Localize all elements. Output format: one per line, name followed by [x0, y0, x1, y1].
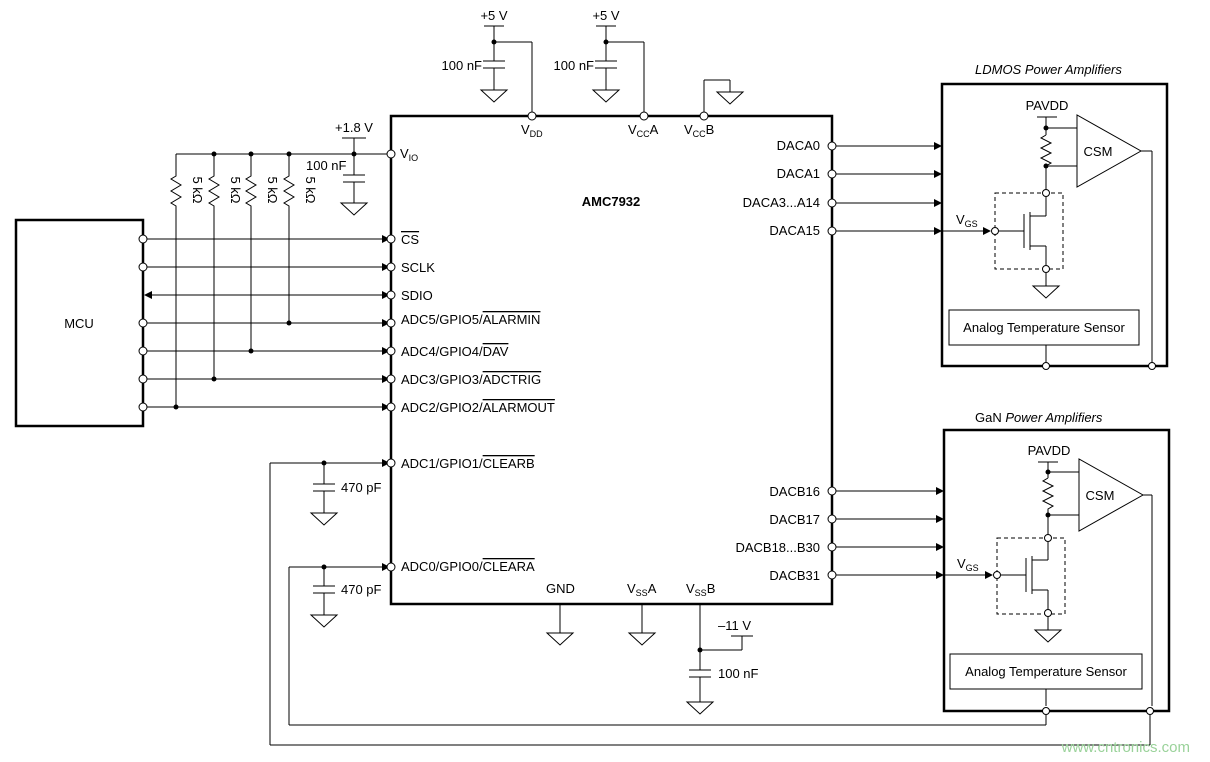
vccb-pin-label: VCCB: [684, 122, 714, 139]
ldmos-vgs: VGS: [956, 212, 978, 229]
pullup-resistors: 5 kΩ 5 kΩ 5 kΩ 5 kΩ: [170, 154, 318, 407]
adc1-cap-value: 470 pF: [341, 480, 382, 495]
pin-sclk: SCLK: [401, 260, 435, 275]
pin-adc3: ADC3/GPIO3/ADCTRIG: [401, 372, 541, 387]
pin-dacb18-b30: DACB18...B30: [735, 540, 820, 555]
pin-daca1: DACA1: [777, 166, 820, 181]
gan-vgs: VGS: [957, 556, 979, 573]
ldmos-pavdd: PAVDD: [1026, 98, 1069, 113]
mcu-bus: [138, 234, 396, 412]
right-pins-a: DACA0 DACA1 DACA3...A14 DACA15: [743, 138, 942, 238]
vdd-rail-label: +5 V: [480, 8, 507, 23]
vssb-cap-value: 100 nF: [718, 666, 759, 681]
pin-daca0: DACA0: [777, 138, 820, 153]
pin-dacb31: DACB31: [769, 568, 820, 583]
vdd-pin-label: VDD: [521, 122, 543, 139]
amc7932-chip: [389, 114, 834, 606]
adc0-network: 470 pF: [288, 562, 1047, 726]
gan-csm: CSM: [1086, 488, 1115, 503]
adc1-network: 470 pF: [269, 458, 1151, 746]
pin-gnd: GND: [546, 581, 575, 596]
vio-rail-label: +1.8 V: [335, 120, 373, 135]
resistor-2-value: 5 kΩ: [228, 176, 243, 203]
pin-adc1: ADC1/GPIO1/CLEARB: [401, 456, 535, 471]
vio-cap-value: 100 nF: [306, 158, 347, 173]
left-pin-labels: CS SCLK SDIO ADC5/GPIO5/ALARMIN ADC4/GPI…: [401, 232, 555, 574]
pin-adc5: ADC5/GPIO5/ALARMIN: [401, 312, 540, 327]
gan-pa-block: GaN Power Amplifiers PAVDD CSM VGS Analo…: [942, 410, 1171, 715]
chip-name: AMC7932: [582, 194, 641, 209]
resistor-4-value: 5 kΩ: [303, 176, 318, 203]
pin-daca15: DACA15: [769, 223, 820, 238]
pin-adc2: ADC2/GPIO2/ALARMOUT: [401, 400, 555, 415]
ldmos-pa-block: LDMOS Power Amplifiers PAVDD CSM VGS Ana…: [940, 62, 1169, 370]
ldmos-temp-sensor: Analog Temperature Sensor: [963, 320, 1125, 335]
pin-adc0: ADC0/GPIO0/CLEARA: [401, 559, 535, 574]
vio-pin-label: VIO: [400, 146, 418, 163]
vcca-rail-label: +5 V: [592, 8, 619, 23]
pin-vssa: VSSA: [627, 581, 657, 598]
ldmos-csm: CSM: [1084, 144, 1113, 159]
mcu-label: MCU: [64, 316, 94, 331]
pin-vssb: VSSB: [686, 581, 715, 598]
pin-daca3-a14: DACA3...A14: [743, 195, 820, 210]
pin-sdio: SDIO: [401, 288, 433, 303]
gan-pavdd: PAVDD: [1028, 443, 1071, 458]
vcca-pin-label: VCCA: [628, 122, 659, 139]
watermark: www.cntronics.com: [1061, 739, 1190, 756]
vss-rail-label: –11 V: [718, 618, 751, 633]
gan-temp-sensor: Analog Temperature Sensor: [965, 664, 1127, 679]
pin-cs: CS: [401, 232, 419, 247]
adc0-cap-value: 470 pF: [341, 582, 382, 597]
bottom-pins: GND VSSA VSSB –11 V 100 nF: [546, 581, 759, 715]
vdd-cap-value: 100 nF: [442, 58, 483, 73]
pin-adc4: ADC4/GPIO4/DAV: [401, 344, 509, 359]
pin-dacb16: DACB16: [769, 484, 820, 499]
resistor-3-value: 5 kΩ: [265, 176, 280, 203]
right-pins-b: DACB16 DACB17 DACB18...B30 DACB31: [735, 484, 944, 583]
resistor-1-value: 5 kΩ: [190, 176, 205, 203]
ldmos-title: LDMOS Power Amplifiers: [975, 62, 1122, 77]
gan-title: GaN Power Amplifiers: [975, 410, 1103, 425]
vcca-cap-value: 100 nF: [554, 58, 595, 73]
pin-dacb17: DACB17: [769, 512, 820, 527]
